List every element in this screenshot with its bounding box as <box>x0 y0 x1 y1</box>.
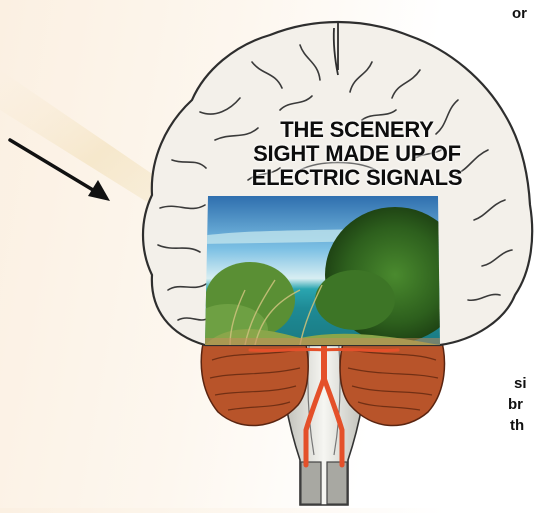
scenery-image <box>188 196 465 356</box>
diagram-caption: THE SCENERY SIGHT MADE UP OF ELECTRIC SI… <box>222 118 492 190</box>
caption-line-2: SIGHT MADE UP OF <box>222 142 492 166</box>
side-text-line-1: si <box>514 373 527 394</box>
caption-line-3: ELECTRIC SIGNALS <box>222 166 492 190</box>
caption-line-1: THE SCENERY <box>222 118 492 142</box>
side-text-line-3: th <box>510 415 524 436</box>
side-text-top: or <box>512 3 527 24</box>
side-text-line-2: br <box>508 394 523 415</box>
